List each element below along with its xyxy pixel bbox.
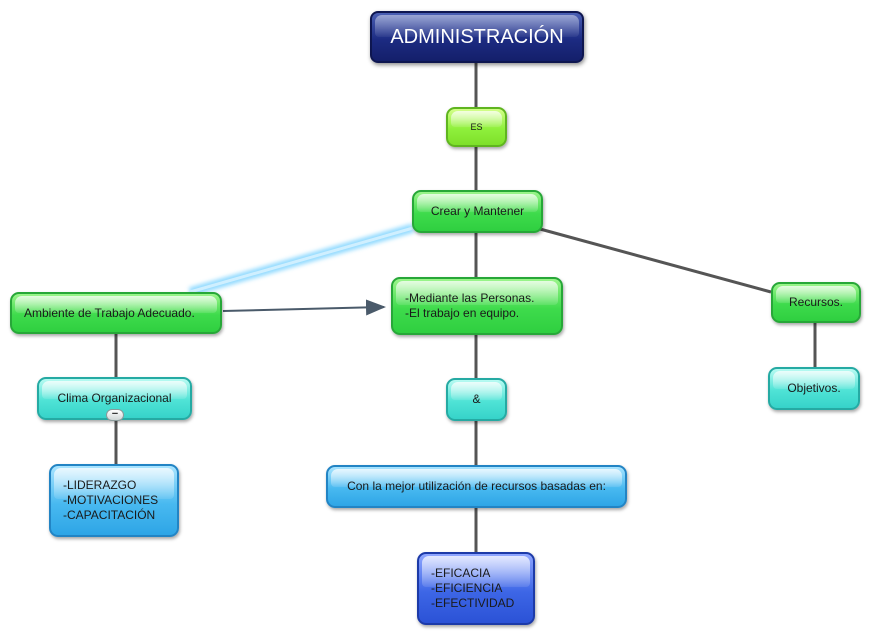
node-mejor-utilizacion[interactable]: Con la mejor utilización de recursos bas… <box>326 465 627 508</box>
node-ampersand-label: & <box>472 392 481 406</box>
node-objetivos[interactable]: Objetivos. <box>768 367 860 410</box>
node-mediante-las-personas[interactable]: -Mediante las Personas. -El trabajo en e… <box>391 277 563 335</box>
node-ambiente-de-trabajo[interactable]: Ambiente de Trabajo Adecuado. <box>10 292 222 334</box>
node-crear-y-mantener-label: Crear y Mantener <box>430 204 525 218</box>
node-eficacia[interactable]: -EFICACIA -EFICIENCIA -EFECTIVIDAD <box>417 552 535 625</box>
connector-ambiente-mediante <box>222 299 386 316</box>
node-objetivos-label: Objetivos. <box>787 381 841 395</box>
node-liderazgo[interactable]: -LIDERAZGO -MOTIVACIONES -CAPACITACIÓN <box>49 464 179 537</box>
node-ampersand[interactable]: & <box>446 378 507 421</box>
node-mejor-utilizacion-label: Con la mejor utilización de recursos bas… <box>347 479 606 493</box>
collapse-toggle-icon[interactable]: − <box>106 409 124 421</box>
connector-crear-recursos <box>539 227 772 294</box>
node-es[interactable]: ES <box>446 107 507 147</box>
node-eficacia-label: -EFICACIA -EFICIENCIA -EFECTIVIDAD <box>431 566 515 610</box>
node-administracion-label: ADMINISTRACIÓN <box>390 25 564 48</box>
node-administracion[interactable]: ADMINISTRACIÓN <box>370 11 584 63</box>
node-mediante-las-personas-label: -Mediante las Personas. -El trabajo en e… <box>405 291 535 320</box>
node-recursos[interactable]: Recursos. <box>771 282 861 323</box>
node-crear-y-mantener[interactable]: Crear y Mantener <box>412 190 543 233</box>
node-ambiente-de-trabajo-label: Ambiente de Trabajo Adecuado. <box>24 305 195 320</box>
node-recursos-label: Recursos. <box>788 295 844 309</box>
node-es-label: ES <box>470 121 483 132</box>
connector-crear-ambiente <box>189 226 414 294</box>
node-clima-organizacional-label: Clima Organizacional <box>57 391 172 405</box>
node-liderazgo-label: -LIDERAZGO -MOTIVACIONES -CAPACITACIÓN <box>63 478 159 522</box>
